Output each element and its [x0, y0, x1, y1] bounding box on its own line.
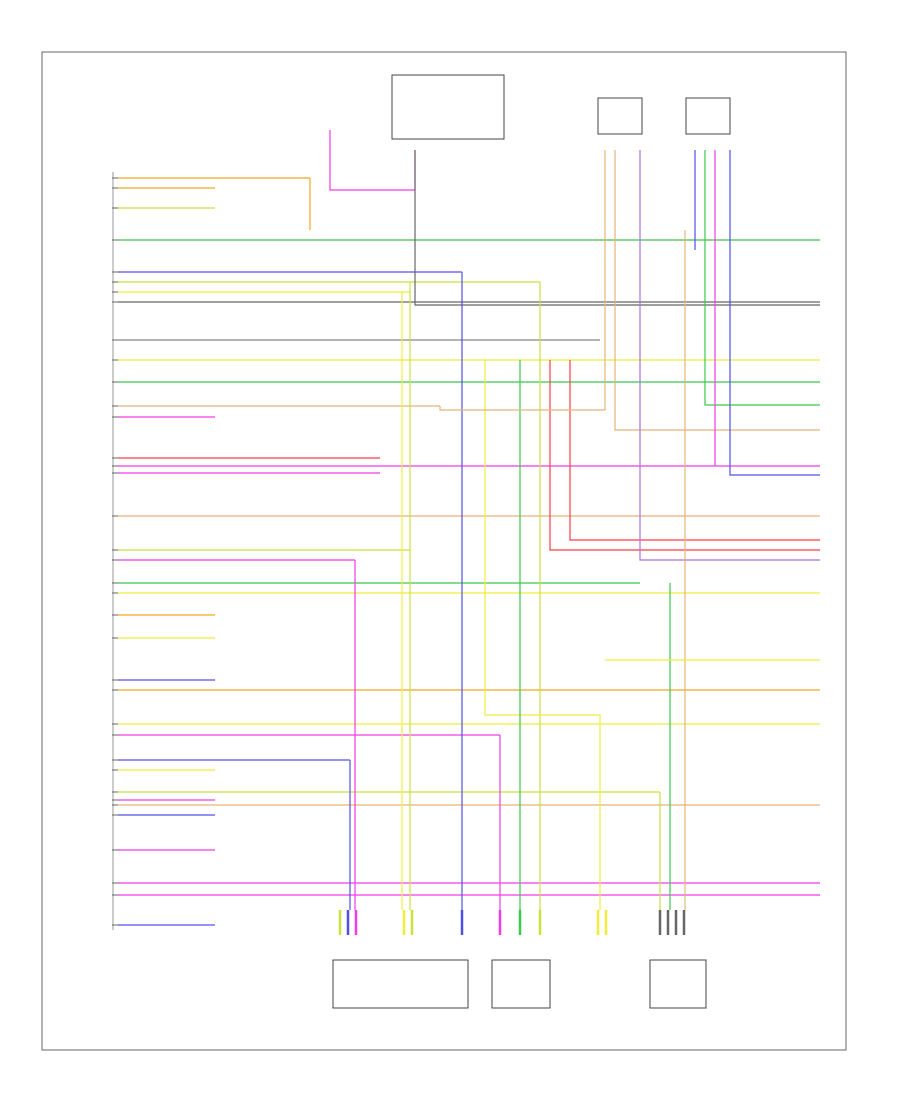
bottom-components — [332, 959, 707, 1009]
diagram-frame — [41, 51, 847, 1051]
sensor-bottom-3 — [649, 959, 707, 1009]
top-components — [391, 74, 731, 140]
sensor-bottom-2 — [491, 959, 551, 1009]
wire-vertical — [484, 360, 601, 910]
oxygen-sensor-2 — [685, 97, 731, 135]
wire-vertical — [549, 360, 820, 551]
oxygen-sensor-1 — [597, 97, 643, 135]
wire-vertical — [569, 360, 820, 541]
wire-vertical — [614, 150, 820, 431]
relay-box — [391, 74, 505, 140]
wire-vertical — [439, 150, 606, 411]
wire-vertical — [729, 150, 820, 476]
wire-vertical — [639, 150, 820, 561]
connector-stubs — [338, 910, 686, 935]
wire-group — [112, 177, 820, 926]
wire-vertical — [704, 150, 820, 406]
vertical-wires — [309, 130, 820, 910]
sensor-bottom-1 — [332, 959, 469, 1009]
